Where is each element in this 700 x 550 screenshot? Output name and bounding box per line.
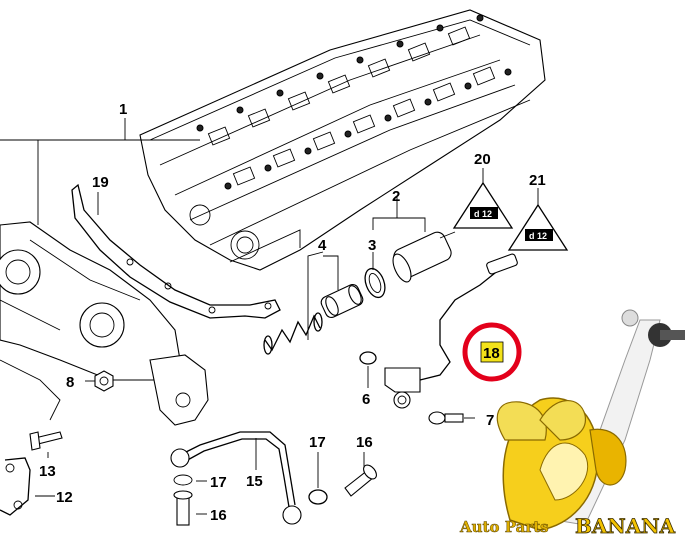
spring bbox=[263, 312, 323, 355]
banjo-bolt-16-right bbox=[308, 464, 377, 505]
oil-pipe-15 bbox=[170, 431, 302, 525]
seal-6 bbox=[359, 351, 377, 365]
callout-4: 4 bbox=[318, 237, 327, 254]
callout-20: 20 bbox=[474, 151, 491, 168]
callout-13: 13 bbox=[39, 463, 56, 480]
nut-8 bbox=[94, 370, 114, 392]
cylinder-head bbox=[139, 9, 546, 271]
gasket-19 bbox=[71, 183, 281, 319]
leader-lines bbox=[0, 118, 539, 515]
highlight-ring bbox=[462, 322, 522, 382]
svg-text:d 12: d 12 bbox=[529, 231, 547, 241]
callout-6: 6 bbox=[362, 391, 370, 408]
screw-7 bbox=[428, 411, 464, 425]
bracket-12 bbox=[0, 457, 31, 516]
callout-16-right: 16 bbox=[356, 434, 373, 451]
highlight-box bbox=[480, 341, 504, 363]
torque-triangle-icon: d 12 bbox=[507, 203, 569, 251]
callout-16-lower: 16 bbox=[210, 507, 227, 524]
watermark-small-text: Auto Parts bbox=[459, 518, 549, 536]
piston-4 bbox=[320, 284, 364, 318]
solenoid-valve-2 bbox=[392, 231, 456, 283]
callout-3: 3 bbox=[368, 237, 376, 254]
callout-21: 21 bbox=[529, 172, 546, 189]
o-ring-3 bbox=[364, 267, 386, 299]
callout-15: 15 bbox=[246, 473, 263, 490]
banjo-bolt-16-lower bbox=[173, 474, 193, 526]
banana-logo-icon: Auto Parts BANANA bbox=[459, 309, 685, 538]
callout-8: 8 bbox=[66, 374, 74, 391]
torque-triangle-icon: d 12 bbox=[452, 181, 514, 229]
stud-13 bbox=[29, 431, 63, 451]
callout-17-lower: 17 bbox=[210, 474, 227, 491]
callout-18: 18 bbox=[483, 345, 500, 362]
callout-1: 1 bbox=[119, 101, 127, 118]
callout-2: 2 bbox=[392, 188, 400, 205]
svg-text:d 12: d 12 bbox=[474, 209, 492, 219]
watermark-big-text: BANANA bbox=[575, 514, 676, 538]
callout-7: 7 bbox=[486, 412, 494, 429]
callout-numbers: 1 2 3 4 6 7 8 12 13 15 16 16 17 17 18 19… bbox=[39, 101, 546, 524]
callout-12: 12 bbox=[56, 489, 73, 506]
callout-17-right: 17 bbox=[309, 434, 326, 451]
vanos-unit bbox=[0, 221, 209, 426]
callout-19: 19 bbox=[92, 174, 109, 191]
camshaft-sensor-18 bbox=[384, 253, 518, 409]
